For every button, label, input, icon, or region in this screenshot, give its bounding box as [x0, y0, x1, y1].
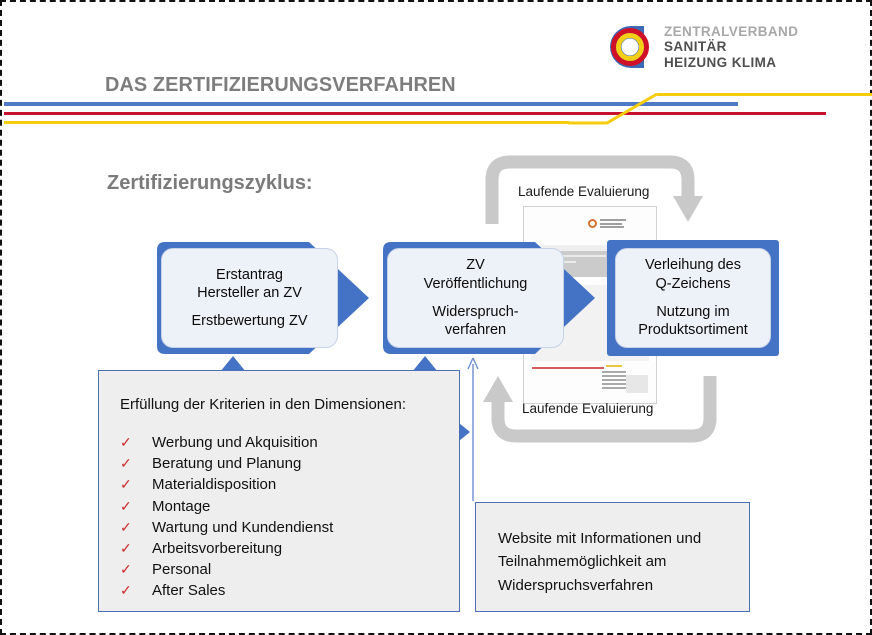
header-rule-yellow-right	[657, 93, 872, 96]
evaluation-loop-bottom-arrow	[483, 376, 717, 443]
section-heading: Zertifizierungszyklus:	[107, 172, 313, 194]
step1-line4: Erstbewertung ZV	[191, 312, 308, 329]
website-panel: Website mit Informationen und Teilnahmem…	[475, 502, 750, 612]
flow-step-2-text: ZV Veröffentlichung Widerspruch- verfahr…	[387, 248, 564, 348]
header-rule-red	[4, 112, 826, 115]
step3-line2: Q-Zeichens	[655, 275, 731, 292]
check-icon: ✓	[120, 434, 132, 450]
website-text: Website mit Informationen und Teilnahmem…	[498, 527, 701, 597]
criteria-item-label: Personal	[152, 561, 212, 579]
check-icon: ✓	[120, 455, 132, 472]
flow-step-erstantrag[interactable]: Erstantrag Hersteller an ZV Erstbewertun…	[153, 240, 374, 356]
criteria-title: Erfüllung der Kriterien in den Dimension…	[120, 396, 406, 413]
header-rule-blue	[4, 102, 738, 106]
flow-step-3-text: Verleihung des Q-Zeichens Nutzung im Pro…	[615, 248, 771, 348]
check-icon: ✓	[120, 561, 132, 578]
step1-line2: Hersteller an ZV	[197, 285, 302, 302]
header-band: DAS ZERTIFIZIERUNGSVERFAHREN ZENTRALVERB…	[2, 2, 872, 132]
criteria-to-step2-arrow	[412, 356, 438, 372]
flow-step-zv-veroeffentlichung[interactable]: ZV Veröffentlichung Widerspruch- verfahr…	[379, 240, 600, 356]
evaluation-loop-top-arrow	[485, 155, 703, 224]
brand-line-1: ZENTRALVERBAND	[664, 24, 799, 40]
criteria-item-label: Werbung und Akquisition	[152, 434, 318, 451]
brand-line-3: HEIZUNG KLIMA	[664, 54, 777, 70]
step2-line4: Widerspruch-	[432, 303, 519, 320]
brand-line-2: SANITÄR	[664, 39, 727, 55]
step3-line1: Verleihung des	[645, 257, 741, 274]
header-rule-yellow-diagonal	[568, 92, 658, 125]
step3-line4: Nutzung im	[656, 303, 730, 320]
brand-logo: ZENTRALVERBAND SANITÄR HEIZUNG KLIMA	[608, 24, 798, 70]
flow-step-verleihung-q-zeichen[interactable]: Verleihung des Q-Zeichens Nutzung im Pro…	[607, 240, 779, 356]
brand-wordmark: ZENTRALVERBAND SANITÄR HEIZUNG KLIMA	[664, 24, 798, 69]
list-item: ✓ After Sales	[120, 582, 333, 603]
criteria-item-label: Beratung und Planung	[152, 455, 302, 473]
check-icon: ✓	[120, 582, 132, 599]
criteria-panel: Erfüllung der Kriterien in den Dimension…	[98, 370, 460, 612]
zvshk-ring-logo-icon	[610, 26, 649, 68]
step2-line5: verfahren	[444, 322, 507, 339]
criteria-item-label: After Sales	[152, 582, 226, 600]
list-item: ✓ Wartung und Kundendienst	[120, 519, 333, 540]
list-item: ✓ Beratung und Planung	[120, 455, 333, 476]
document-logo-icon	[588, 219, 626, 228]
check-icon: ✓	[120, 539, 132, 556]
step2-line2: Veröffentlichung	[423, 275, 528, 292]
evaluation-loop-top-label: Laufende Evaluierung	[518, 184, 650, 199]
page-title: DAS ZERTIFIZIERUNGSVERFAHREN	[105, 73, 456, 96]
website-line-2: Teilnahmemöglichkeit am	[498, 553, 667, 571]
check-icon: ✓	[120, 497, 132, 514]
criteria-list: ✓ Werbung und Akquisition ✓ Beratung und…	[120, 434, 333, 604]
check-icon: ✓	[120, 476, 132, 493]
criteria-item-label: Wartung und Kundendienst	[152, 518, 334, 536]
criteria-item-label: Materialdisposition	[152, 476, 277, 494]
list-item: ✓ Montage	[120, 498, 333, 519]
list-item: ✓ Materialdisposition	[120, 476, 333, 497]
list-item: ✓ Personal	[120, 561, 333, 582]
step1-line1: Erstantrag	[216, 266, 283, 283]
header-rule-yellow-left	[4, 121, 569, 124]
criteria-to-step1-arrow	[220, 356, 246, 372]
criteria-item-label: Montage	[152, 497, 211, 515]
list-item: ✓ Werbung und Akquisition	[120, 434, 333, 455]
step3-line5: Produktsortiment	[638, 322, 748, 339]
website-line-1: Website mit Informationen und	[498, 530, 702, 547]
list-item: ✓ Arbeitsvorbereitung	[120, 540, 333, 561]
check-icon: ✓	[120, 518, 132, 535]
website-line-3: Widerspruchsverfahren	[498, 576, 654, 594]
step2-line1: ZV	[466, 257, 485, 274]
flow-step-1-text: Erstantrag Hersteller an ZV Erstbewertun…	[161, 248, 338, 348]
evaluation-loop-bottom-label: Laufende Evaluierung	[522, 401, 654, 416]
criteria-item-label: Arbeitsvorbereitung	[152, 539, 283, 557]
website-to-flow-connector-arrow	[467, 357, 479, 501]
